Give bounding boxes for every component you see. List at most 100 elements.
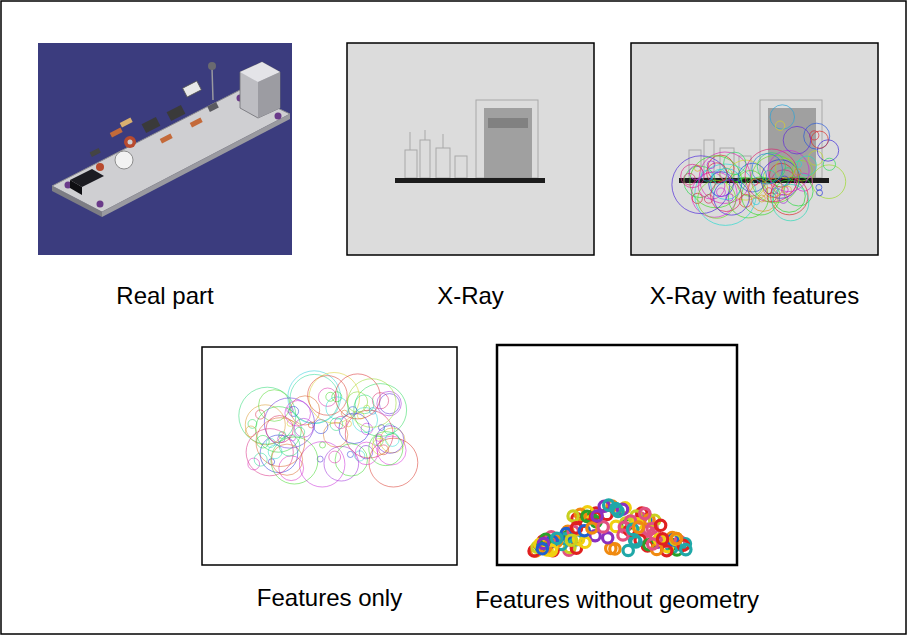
capacitor — [124, 136, 136, 148]
feature-circle — [257, 435, 270, 448]
panel-caption: Real part — [38, 281, 292, 311]
relay — [240, 62, 280, 118]
capacitor — [96, 163, 104, 171]
feature-circle — [752, 154, 783, 185]
feature-circle — [300, 442, 345, 487]
feature-circle — [335, 416, 347, 428]
feature-circle — [279, 435, 300, 456]
feature-circle — [817, 190, 823, 196]
led — [208, 62, 216, 70]
feature-circle — [728, 178, 768, 218]
feature-circle — [655, 520, 665, 530]
feature-circle — [326, 397, 348, 419]
feature-circle — [309, 373, 360, 424]
feature-circle — [256, 410, 265, 419]
feature-circles — [672, 105, 846, 226]
panel-caption: X-Ray — [347, 281, 594, 311]
image-panel: X-Ray — [347, 43, 594, 311]
panel-caption: Features only — [202, 583, 457, 613]
transistor — [207, 102, 219, 112]
feature-circle — [568, 511, 578, 521]
feature-circle — [291, 396, 320, 425]
feature-circle — [320, 442, 326, 448]
board-shadow — [395, 178, 545, 183]
feature-circle — [699, 152, 750, 203]
feature-circle — [670, 534, 680, 544]
feature-circles — [239, 371, 418, 487]
relay-side — [258, 72, 280, 118]
ic-chip — [167, 105, 186, 121]
mount-hole — [275, 113, 282, 120]
feature-circle — [707, 161, 715, 169]
feature-circle — [775, 158, 795, 178]
feature-circle — [598, 522, 608, 532]
feature-circle — [347, 451, 353, 457]
feature-circle — [684, 173, 696, 185]
feature-circle — [592, 511, 602, 521]
feature-circle — [804, 123, 830, 149]
panel-caption: X-Ray with features — [631, 281, 878, 311]
feature-circle — [714, 180, 750, 216]
feature-circle — [377, 391, 401, 415]
feature-circle — [329, 451, 341, 463]
feature-circle — [326, 392, 335, 401]
feature-circle — [797, 156, 816, 175]
feature-circle — [633, 522, 643, 532]
xray-image — [347, 43, 594, 255]
connector — [70, 180, 82, 195]
feature-circle — [763, 178, 782, 197]
relay-shadow — [488, 118, 528, 128]
board-edge — [102, 114, 290, 217]
plot-frame — [497, 345, 737, 565]
render-background — [38, 43, 292, 255]
feature-circle — [738, 163, 767, 192]
feature-circle — [566, 535, 576, 545]
panel-caption: Features without geometry — [469, 585, 765, 615]
image-panel: Features only — [202, 347, 457, 613]
ic-chip — [142, 117, 161, 133]
xray-frame — [631, 43, 878, 255]
feature-circle — [603, 533, 613, 543]
xray-image — [631, 43, 878, 255]
diode — [90, 148, 101, 157]
xray-frame — [347, 43, 594, 255]
feature-circle — [335, 374, 380, 419]
feature-circle — [623, 545, 633, 555]
feature-circle — [264, 398, 314, 448]
feature-circle — [369, 432, 403, 466]
feature-circle — [811, 131, 828, 148]
feature-circle — [587, 523, 597, 533]
feature-rings — [529, 500, 691, 556]
feature-circle — [772, 184, 808, 220]
feature-circle — [711, 180, 742, 211]
feature-circle — [783, 126, 811, 154]
feature-circle — [256, 418, 305, 467]
feature-circle — [376, 426, 404, 454]
image-panel: X-Ray with features — [631, 43, 878, 311]
feature-circle — [245, 426, 256, 437]
feature-plot — [202, 347, 457, 565]
feature-circle — [640, 508, 650, 518]
feature-circle — [285, 401, 311, 427]
resistor — [160, 133, 173, 143]
feature-circle — [379, 394, 399, 414]
feature-circle — [537, 544, 547, 554]
relay-shadow — [484, 108, 532, 178]
feature-circle — [752, 155, 799, 202]
resistor — [110, 127, 123, 137]
feature-circle — [698, 180, 736, 218]
feature-circle — [348, 379, 397, 428]
feature-circle — [783, 186, 791, 194]
feature-circle — [610, 544, 620, 554]
mount-hole — [97, 201, 104, 208]
feature-circle — [271, 437, 318, 484]
feature-circle — [657, 534, 667, 544]
feature-circle — [770, 105, 794, 129]
feature-circle — [681, 164, 704, 187]
capacitor — [115, 151, 133, 169]
feature-circle — [672, 156, 730, 214]
feature-circle — [745, 149, 798, 202]
image-panel: Real part — [38, 43, 292, 311]
image-panel: Features without geometry — [469, 345, 765, 615]
